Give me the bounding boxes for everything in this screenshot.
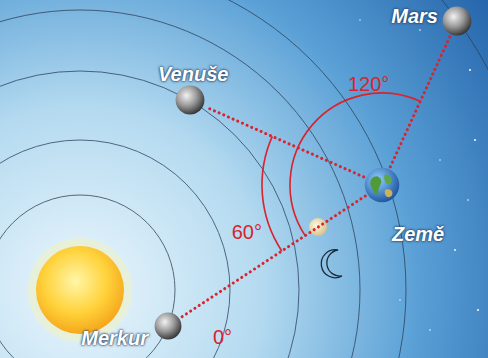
sight-line <box>181 196 365 317</box>
crescent-symbol <box>321 250 342 278</box>
planet-name: Venuše <box>158 62 228 86</box>
sight-line <box>206 107 364 177</box>
angle-label: 60° <box>232 220 262 244</box>
angle-arc <box>262 136 282 251</box>
angle-label: 0° <box>213 325 232 349</box>
mars-planet: Mars <box>442 6 472 36</box>
planet-sphere <box>442 6 472 36</box>
angle-arc <box>290 93 420 236</box>
planet-name: Merkur <box>81 326 148 350</box>
planet-sphere <box>154 312 182 340</box>
mercury-planet: Merkur <box>154 312 182 340</box>
venus-planet: Venuše <box>175 85 205 115</box>
planet-sphere <box>175 85 205 115</box>
planet-name: Mars <box>391 4 438 28</box>
earth-planet: Země <box>364 167 400 203</box>
earth-globe <box>364 167 400 203</box>
angle-label: 120° <box>348 72 389 96</box>
planet-name: Země <box>392 222 444 246</box>
